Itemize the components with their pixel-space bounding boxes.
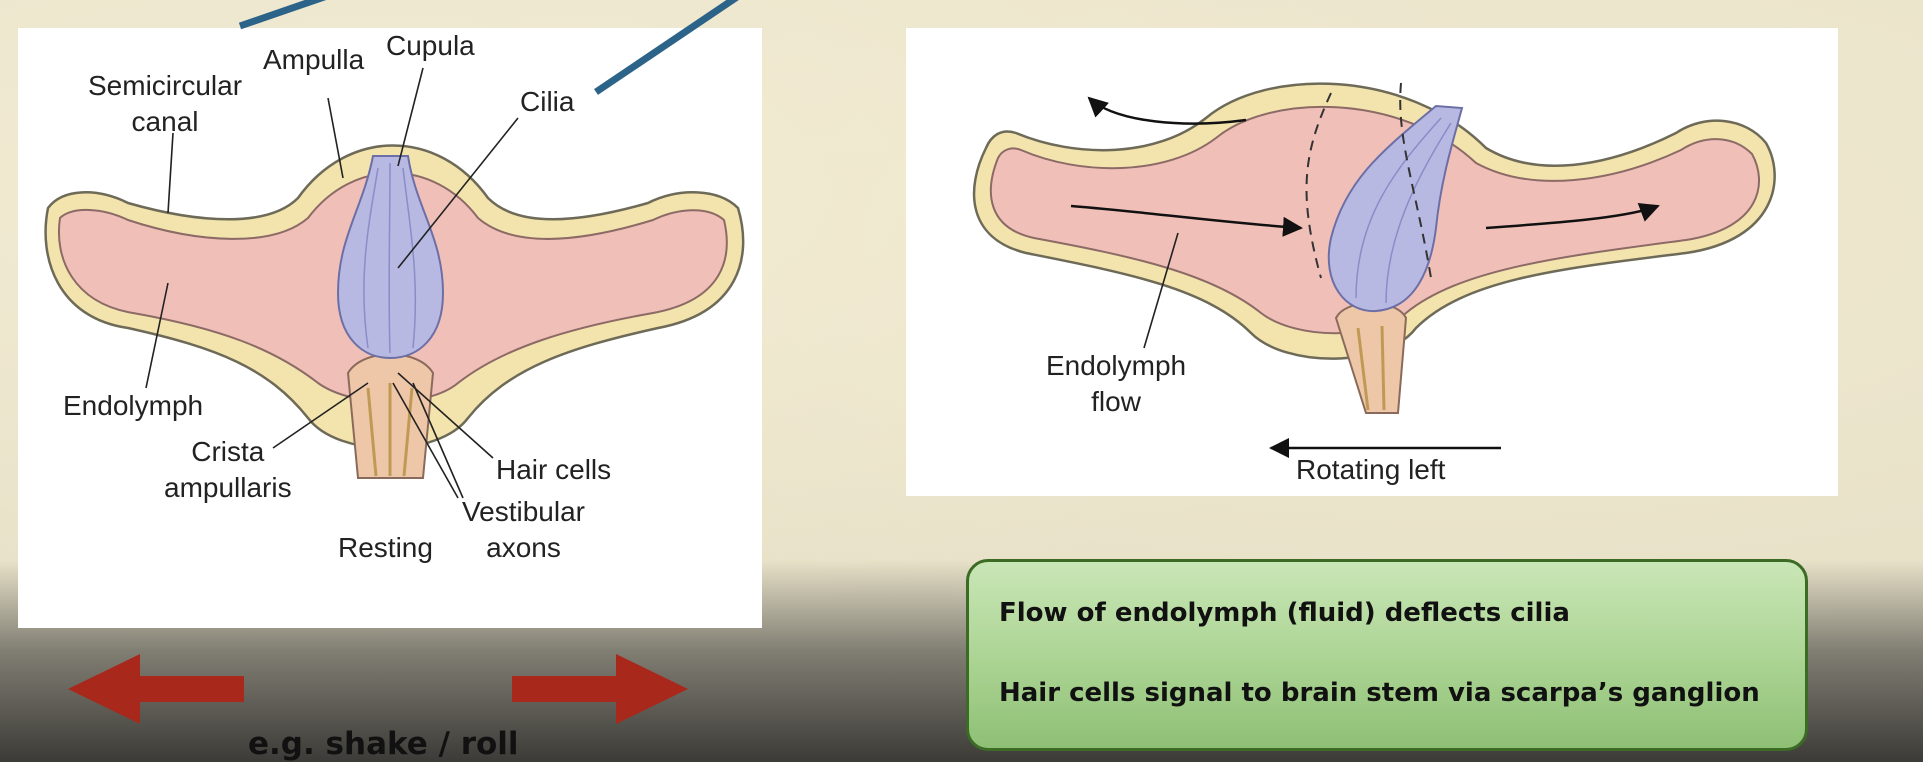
label-cilia: Cilia bbox=[520, 86, 575, 117]
label-ampulla: Ampulla bbox=[263, 44, 365, 75]
label-endolymph-flow: Endolymph flow bbox=[1046, 350, 1187, 417]
label-resting: Resting bbox=[338, 532, 433, 563]
rotating-ampulla-diagram: Endolymph flow Rotating left bbox=[906, 28, 1838, 496]
label-rotating-left: Rotating left bbox=[1296, 454, 1446, 485]
pointer-line-right bbox=[594, 0, 739, 95]
label-hair-cells: Hair cells bbox=[496, 454, 612, 485]
info-box: Flow of endolymph (fluid) deflects cilia… bbox=[966, 559, 1808, 751]
motion-caption: e.g. shake / roll bbox=[248, 726, 519, 762]
info-line-deflection: Flow of endolymph (fluid) deflects cilia bbox=[999, 598, 1570, 628]
info-line-signal: Hair cells signal to brain stem via scar… bbox=[999, 678, 1760, 708]
label-endolymph: Endolymph bbox=[63, 390, 204, 421]
label-semicircular-canal: Semicircular canal bbox=[88, 70, 243, 137]
label-cupula: Cupula bbox=[386, 30, 475, 61]
rotating-ampulla-illustration bbox=[972, 82, 1776, 458]
pointer-line-left bbox=[238, 0, 327, 30]
resting-ampulla-diagram: Semicircular canal Ampulla Cupula Cilia … bbox=[18, 28, 762, 628]
label-crista-ampullaris: Crista ampullaris bbox=[164, 436, 292, 503]
resting-ampulla-illustration bbox=[44, 67, 745, 499]
label-vestibular-axons: Vestibular axons bbox=[462, 496, 585, 563]
